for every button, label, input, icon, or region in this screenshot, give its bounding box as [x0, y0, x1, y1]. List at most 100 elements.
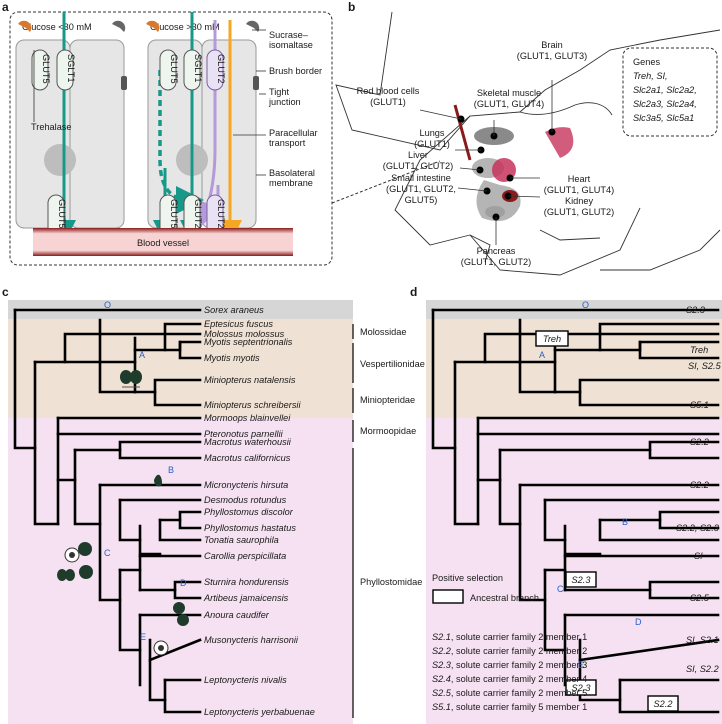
insect-icon — [120, 370, 142, 388]
sucrase-label: Sucrase–isomaltase — [269, 30, 313, 50]
glut5-bottom-b: GLUT5 — [169, 199, 179, 229]
clade-d-e: E — [578, 660, 584, 670]
clade-c-o: O — [104, 300, 111, 310]
clade-c-a: A — [139, 350, 145, 360]
tip-c-10: Macrotus californicus — [204, 453, 291, 463]
box-d-e: S2.3 — [572, 683, 592, 693]
tip-d-sturnira: S2.5 — [690, 593, 710, 603]
clade-d-d: D — [635, 617, 642, 627]
tip-c-11: Micronycteris hirsuta — [204, 480, 288, 490]
tip-c-18: Artibeus jamaicensis — [203, 593, 289, 603]
genes-line-3: Slc2a3, Slc2a4, — [633, 99, 697, 109]
gene-key-3: S2.3, solute carrier family 2 member 3 — [432, 660, 587, 670]
gene-key-4: S2.4, solute carrier family 2 member 4 — [432, 674, 587, 684]
box-d-a: Treh — [543, 334, 561, 344]
brush-border-label: Brush border — [269, 66, 322, 76]
tip-d-musonycteris: SI, S2.1 — [686, 635, 719, 645]
small-intestine-label: Small intestine(GLUT1, GLUT2,GLUT5) — [386, 173, 456, 205]
fruit-icon — [78, 542, 93, 579]
gene-key-2: S2.2, solute carrier family 2 member 2 — [432, 646, 587, 656]
tree-d-branches — [431, 308, 720, 714]
fruit-icon-2 — [173, 602, 189, 626]
enzyme-icons — [18, 20, 260, 90]
pancreas-label: Pancreas(GLUT1, GLUT2) — [461, 246, 531, 267]
legend-d: Positive selection Ancestral branch — [432, 573, 539, 604]
tip-c-13: Phyllostomus discolor — [204, 507, 294, 517]
gene-key-6: S5.1, solute carrier family 5 member 1 — [432, 702, 587, 712]
skeletal-muscle-label: Skeletal muscle(GLUT1, GLUT4) — [474, 88, 544, 109]
tip-c-3: Myotis septentrionalis — [204, 337, 293, 347]
flower-icon — [64, 547, 80, 563]
tip-d-eptesicus: Treh — [690, 345, 708, 355]
clade-c-c: C — [104, 548, 111, 558]
tip-d-leptonycteris: SI, S2.2 — [686, 664, 719, 674]
tip-c-14: Phyllostomus hastatus — [204, 523, 296, 533]
tip-c-12: Desmodus rotundus — [204, 495, 287, 505]
diet-icons — [57, 370, 189, 656]
tree-c-clade-labels: O A B C D E — [104, 300, 187, 642]
tree-c-branches — [13, 308, 202, 714]
genes-title: Genes — [633, 57, 660, 67]
panel-label-a: a — [2, 0, 9, 14]
tip-c-22: Leptonycteris yerbabuenae — [204, 707, 315, 717]
glucose-labels: Glucose <30 mM Glucose >30 mM — [22, 22, 220, 32]
family-phyllostomidae: Phyllostomidae — [360, 577, 422, 587]
organs — [453, 104, 574, 222]
kidney-label: Kidney(GLUT1, GLUT2) — [544, 196, 614, 217]
blood-drop-icon — [154, 474, 162, 487]
brain-label: Brain(GLUT1, GLUT3) — [517, 40, 587, 61]
glut2-bottom-b2: GLUT2 — [216, 199, 226, 229]
genes-box — [622, 47, 718, 137]
legend-swatch — [432, 589, 464, 604]
clade-c-b: B — [168, 465, 174, 475]
tip-c-20: Musonycteris harrisonii — [204, 635, 299, 645]
box-d-c: S2.3 — [572, 575, 592, 585]
flower-icon-2 — [153, 640, 169, 656]
legend-item: Ancestral branch — [470, 593, 539, 603]
tip-c-0: Sorex araneus — [204, 305, 264, 315]
tree-d-branch-boxes: Treh S2.3 S2.3 S2.2 — [535, 330, 679, 712]
family-mormoopidae: Mormoopidae — [360, 426, 416, 436]
tree-d-tip-labels: S2.3 Treh SI, S2.5 S5.1 S2.2 S2.2 S2.2, … — [676, 305, 722, 674]
panel-label-c: c — [2, 285, 9, 299]
sglt1-a: SGLT1 — [66, 54, 76, 82]
tip-c-8: Pteronotus parnellii — [204, 429, 284, 439]
glut5-top-b: GLUT5 — [169, 54, 179, 84]
tip-c-2: Eptesicus fuscus — [204, 319, 273, 329]
clade-c-e: E — [140, 632, 146, 642]
transporter-pills: GLUT5 SGLT1 GLUT5 GLUT5 SGLT1 GLUT2 GLUT… — [31, 49, 226, 236]
panel-label-b: b — [348, 0, 355, 14]
clade-c-d: D — [180, 578, 187, 588]
tip-c-9: Macrotus waterhousii — [204, 437, 292, 447]
glut2-top-b: GLUT2 — [216, 54, 226, 84]
heart-label: Heart(GLUT1, GLUT4) — [544, 174, 614, 195]
tip-d-phyllostomus: SI — [694, 551, 703, 561]
red-blood-cells-label: Red blood cells(GLUT1) — [357, 86, 420, 107]
liver-label: Liver(GLUT1, GLUT2) — [383, 150, 453, 171]
glut5-bottom-a: GLUT5 — [57, 199, 67, 229]
tip-c-1: Molossus molossus — [204, 329, 285, 339]
tip-c-19: Anoura caudifer — [203, 610, 270, 620]
genes-line-2: Slc2a1, Slc2a2, — [633, 85, 697, 95]
tree-c-family-labels: Molossidae Vespertilionidae Miniopterida… — [360, 327, 425, 587]
clade-d-b: B — [622, 517, 628, 527]
insect-icon-2 — [57, 569, 75, 581]
bat-illustration — [335, 11, 721, 276]
sglt1-b: SGLT1 — [193, 54, 203, 82]
gene-key-1: S2.1, solute carrier family 2 member 1 — [432, 632, 587, 642]
tip-d-miniopterus: S5.1 — [690, 400, 709, 410]
glucose-low-label: Glucose <30 mM — [22, 22, 92, 32]
family-miniopteridae: Miniopteridae — [360, 395, 415, 405]
family-vespertilionidae: Vespertilionidae — [360, 359, 425, 369]
panel-label-d: d — [410, 285, 417, 299]
clade-d-c: C — [557, 584, 564, 594]
organ-labels: Brain(GLUT1, GLUT3) Skeletal muscle(GLUT… — [357, 40, 615, 267]
trehalase-label: Trehalase — [31, 122, 72, 132]
blood-vessel-label: Blood vessel — [137, 238, 189, 248]
glut5-top-a: GLUT5 — [41, 54, 51, 84]
clade-d-o: O — [582, 300, 589, 310]
